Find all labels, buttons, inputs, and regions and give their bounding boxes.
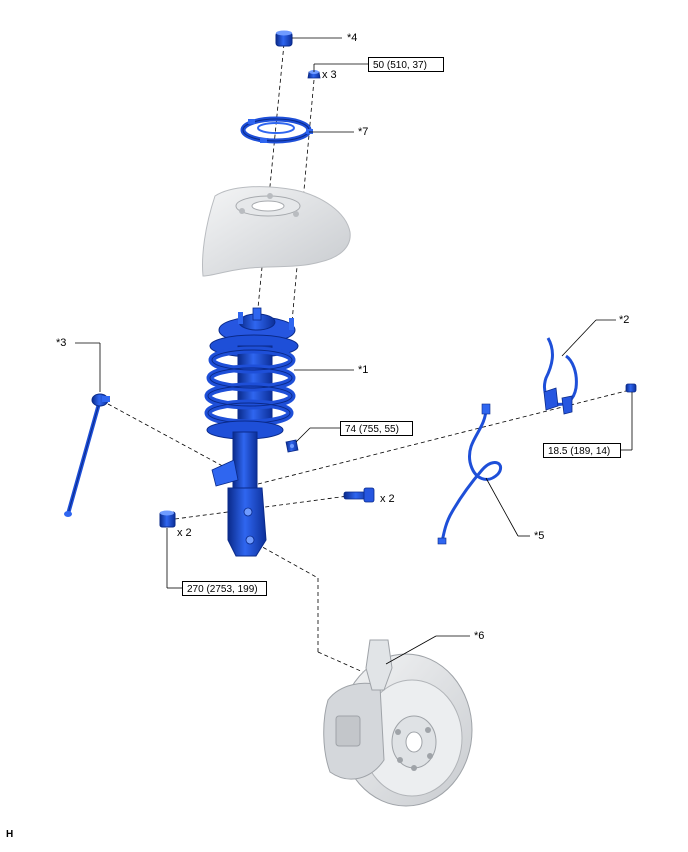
quantity-nuts: x 2: [177, 527, 192, 539]
callout-7: *7: [358, 126, 369, 138]
quantity-upper-nuts: x 3: [322, 69, 337, 81]
callout-3: *3: [56, 337, 67, 349]
sensor-bolt: [625, 383, 637, 393]
stabilizer-nut: [285, 439, 299, 453]
leader-lines: [75, 37, 633, 665]
strut-tower-reference: [202, 186, 351, 277]
knuckle-disc-assembly: [323, 639, 473, 807]
knuckle-bolt: [343, 487, 375, 503]
torque-box-sensor-bolt: 18.5 (189, 14): [543, 443, 621, 458]
callout-4: *4: [347, 32, 358, 44]
upper-nut: [307, 70, 321, 79]
callout-2: *2: [619, 314, 630, 326]
quantity-bolts: x 2: [380, 493, 395, 505]
torque-box-upper-nut: 50 (510, 37): [368, 57, 444, 72]
knuckle-nut: [159, 510, 176, 528]
callout-5: *5: [534, 530, 545, 542]
upper-support-ring: [240, 116, 313, 144]
figure-code: H: [6, 829, 14, 840]
callout-6: *6: [474, 630, 485, 642]
speed-sensor-harness: [542, 337, 578, 415]
torque-box-stabilizer-nut: 74 (755, 55): [340, 421, 413, 436]
cap-part: [275, 30, 293, 47]
brake-hose: [437, 403, 503, 545]
callout-1: *1: [358, 364, 369, 376]
stabilizer-link: [64, 393, 110, 517]
strut-assembly: [204, 307, 299, 557]
torque-box-knuckle-bolt: 270 (2753, 199): [182, 581, 267, 596]
